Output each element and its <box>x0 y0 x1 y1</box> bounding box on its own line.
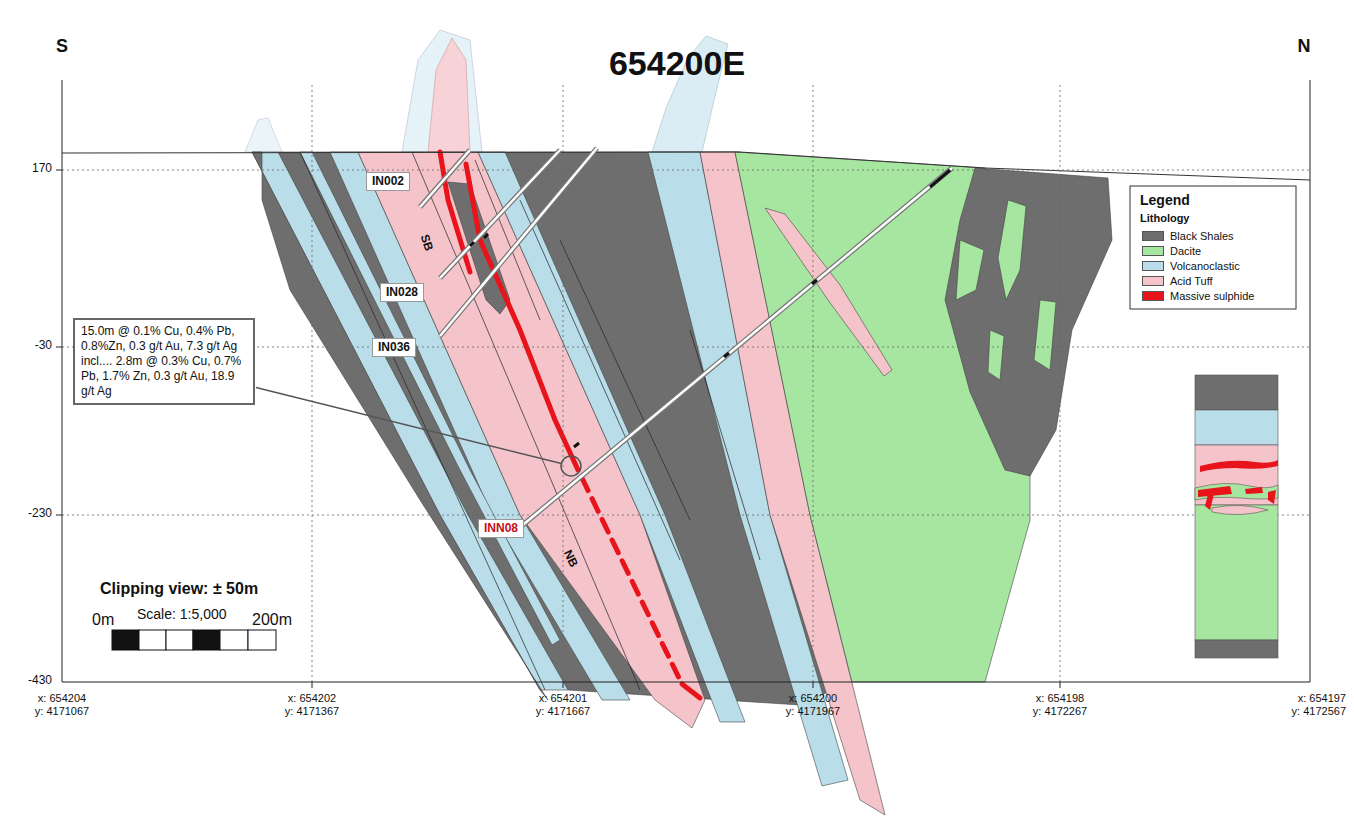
coordinate-label: y: 4171067 <box>35 705 89 718</box>
legend: Black ShalesDaciteVolcanoclasticAcid Tuf… <box>1142 228 1254 303</box>
legend-swatch <box>1142 246 1164 256</box>
legend-text: Dacite <box>1170 245 1201 257</box>
elevation-label: 170 <box>32 162 52 176</box>
coordinate-label: x: 654197 <box>1298 692 1346 705</box>
direction-label: N <box>1298 36 1311 57</box>
elevation-label: -30 <box>35 339 52 353</box>
coordinate-label: x: 654202 <box>288 692 336 705</box>
legend-row: Dacite <box>1142 243 1254 258</box>
drillhole-label: IN002 <box>366 172 410 191</box>
legend-title: Legend <box>1140 192 1190 208</box>
elevation-label: -230 <box>28 507 52 521</box>
legend-text: Acid Tuff <box>1170 275 1213 287</box>
scale-bar-label: 200m <box>252 611 292 629</box>
legend-row: Acid Tuff <box>1142 273 1254 288</box>
drillhole-label: INN08 <box>478 519 524 538</box>
coordinate-label: x: 654198 <box>1036 692 1084 705</box>
drillhole-name: INN08 <box>484 521 518 536</box>
drillhole-name: IN036 <box>378 340 410 355</box>
legend-swatch <box>1142 291 1164 301</box>
legend-swatch <box>1142 276 1164 286</box>
legend-text: Black Shales <box>1170 230 1234 242</box>
leader-line <box>256 388 561 464</box>
coordinate-label: y: 4171967 <box>786 705 840 718</box>
legend-swatch <box>1142 261 1164 271</box>
coordinate-label: y: 4171367 <box>285 705 339 718</box>
coordinate-label: x: 654200 <box>789 692 837 705</box>
legend-text: Massive sulphide <box>1170 290 1254 302</box>
legend-text: Volcanoclastic <box>1170 260 1240 272</box>
scale-bar-label: 0m <box>92 611 114 629</box>
elevation-label: -430 <box>28 674 52 688</box>
section-title: 654200E <box>609 44 745 83</box>
clipping-note: Clipping view: ± 50m <box>100 580 258 598</box>
direction-label: S <box>56 36 68 57</box>
legend-subtitle: Lithology <box>1140 212 1190 225</box>
drillhole-name: IN028 <box>386 285 418 300</box>
assay-callout: 15.0m @ 0.1% Cu, 0.4% Pb, 0.8%Zn, 0.3 g/… <box>73 318 255 405</box>
coordinate-label: x: 654204 <box>38 692 86 705</box>
coordinate-label: y: 4171667 <box>536 705 590 718</box>
legend-swatch <box>1142 231 1164 241</box>
scale-note: Scale: 1:5,000 <box>137 606 227 622</box>
callout-text: 15.0m @ 0.1% Cu, 0.4% Pb, 0.8%Zn, 0.3 g/… <box>81 324 247 399</box>
drillhole-label: IN028 <box>380 283 424 302</box>
drillhole-name: IN002 <box>372 174 404 189</box>
coordinate-label: x: 654201 <box>539 692 587 705</box>
coordinate-label: y: 4172567 <box>1292 705 1346 718</box>
legend-row: Massive sulphide <box>1142 288 1254 303</box>
drillhole-label: IN036 <box>372 338 416 357</box>
coordinate-label: y: 4172267 <box>1033 705 1087 718</box>
legend-row: Black Shales <box>1142 228 1254 243</box>
legend-row: Volcanoclastic <box>1142 258 1254 273</box>
